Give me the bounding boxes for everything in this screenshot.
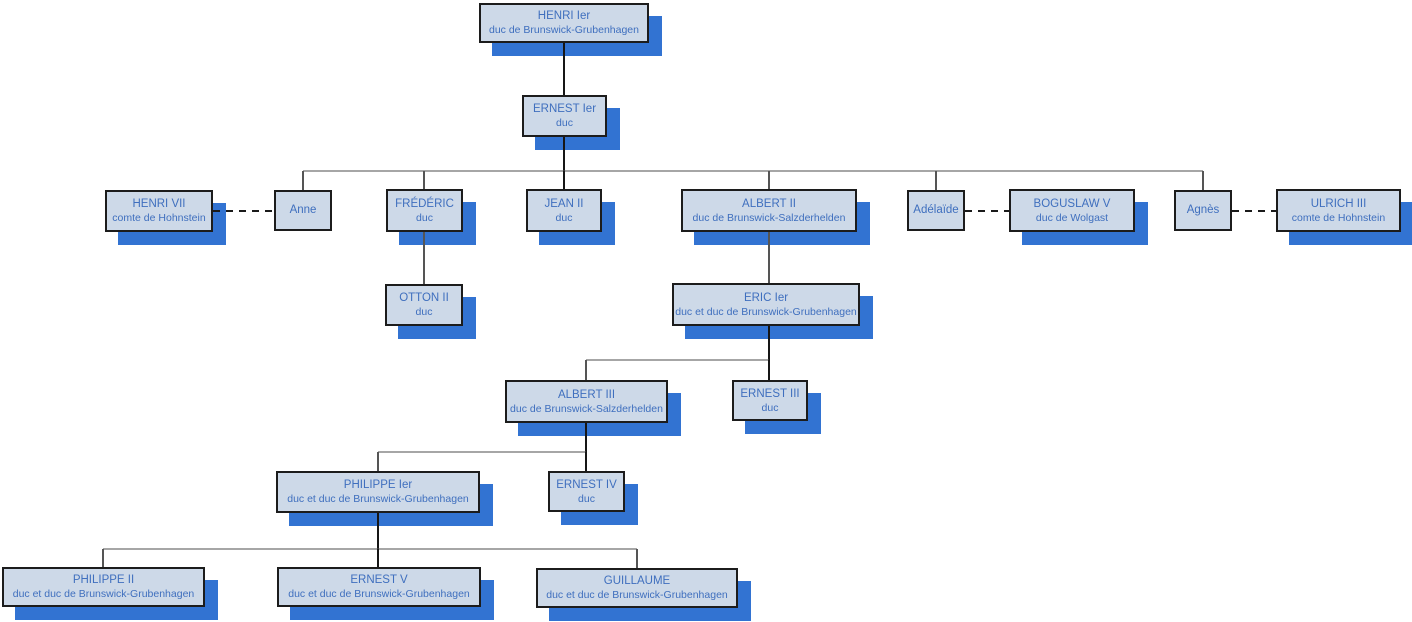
node-box: HENRI Ier duc de Brunswick-Grubenhagen xyxy=(479,3,649,43)
person-node-adelaide[interactable]: Adélaïde xyxy=(907,190,965,231)
person-title: duc et duc de Brunswick-Grubenhagen xyxy=(546,589,728,601)
person-node-ernest-5[interactable]: ERNEST V duc et duc de Brunswick-Grubenh… xyxy=(277,567,494,620)
person-title: duc et duc de Brunswick-Grubenhagen xyxy=(288,588,470,600)
node-box: BOGUSLAW V duc de Wolgast xyxy=(1009,189,1135,232)
node-box: FRÉDÉRIC duc xyxy=(386,189,463,232)
person-title: duc et duc de Brunswick-Grubenhagen xyxy=(287,493,469,505)
person-node-frederic[interactable]: FRÉDÉRIC duc xyxy=(386,189,476,245)
person-name: ERIC Ier xyxy=(743,291,789,304)
person-node-albert-2[interactable]: ALBERT II duc de Brunswick-Salzderhelden xyxy=(681,189,870,245)
node-box: ERNEST Ier duc xyxy=(522,95,607,137)
node-box: Agnès xyxy=(1174,190,1232,231)
person-name: HENRI VII xyxy=(132,198,186,210)
person-name: Anne xyxy=(289,204,317,216)
person-title: duc xyxy=(556,117,573,129)
person-name: ERNEST V xyxy=(350,574,408,586)
person-node-agnes[interactable]: Agnès xyxy=(1174,190,1232,231)
person-node-otton-2[interactable]: OTTON II duc xyxy=(385,284,476,339)
person-name: ERNEST Ier xyxy=(532,103,597,115)
person-node-ernest-4[interactable]: ERNEST IV duc xyxy=(548,471,638,525)
node-box: ULRICH III comte de Hohnstein xyxy=(1276,189,1401,232)
person-title: duc de Brunswick-Salzderhelden xyxy=(692,211,846,224)
person-node-philippe-2[interactable]: PHILIPPE II duc et duc de Brunswick-Grub… xyxy=(2,567,218,620)
person-node-henri-1[interactable]: HENRI Ier duc de Brunswick-Grubenhagen xyxy=(479,3,662,56)
node-box: HENRI VII comte de Hohnstein xyxy=(105,190,213,232)
person-name: PHILIPPE Ier xyxy=(343,479,413,491)
person-name: BOGUSLAW V xyxy=(1033,197,1111,210)
node-box: Anne xyxy=(274,190,332,231)
person-node-jean-2[interactable]: JEAN II duc xyxy=(526,189,615,245)
node-box: ALBERT II duc de Brunswick-Salzderhelden xyxy=(681,189,857,232)
node-box: OTTON II duc xyxy=(385,284,463,326)
person-node-ulrich-3[interactable]: ULRICH III comte de Hohnstein xyxy=(1276,189,1412,245)
node-box: PHILIPPE Ier duc et duc de Brunswick-Gru… xyxy=(276,471,480,513)
person-title: duc xyxy=(555,211,573,224)
person-node-philippe-1[interactable]: PHILIPPE Ier duc et duc de Brunswick-Gru… xyxy=(276,471,493,526)
person-title: comte de Hohnstein xyxy=(1291,211,1386,224)
person-node-ernest-3[interactable]: ERNEST III duc xyxy=(732,380,821,434)
person-name: HENRI Ier xyxy=(537,10,591,22)
node-box: Adélaïde xyxy=(907,190,965,231)
person-node-anne[interactable]: Anne xyxy=(274,190,332,231)
node-box: PHILIPPE II duc et duc de Brunswick-Grub… xyxy=(2,567,205,607)
person-name: GUILLAUME xyxy=(603,575,671,587)
person-name: OTTON II xyxy=(399,292,449,304)
person-title: duc et duc de Brunswick-Grubenhagen xyxy=(675,305,857,318)
person-name: ALBERT II xyxy=(742,197,796,210)
node-box: JEAN II duc xyxy=(526,189,602,232)
person-node-boguslaw-5[interactable]: BOGUSLAW V duc de Wolgast xyxy=(1009,189,1148,245)
person-name: Agnès xyxy=(1186,204,1220,216)
person-node-henri-7[interactable]: HENRI VII comte de Hohnstein xyxy=(105,190,226,245)
person-title: duc de Brunswick-Grubenhagen xyxy=(488,24,639,36)
person-name: FRÉDÉRIC xyxy=(395,197,454,210)
node-box: ERNEST IV duc xyxy=(548,471,625,512)
person-node-albert-3[interactable]: ALBERT III duc de Brunswick-Salzderhelde… xyxy=(505,380,681,436)
person-title: duc xyxy=(578,492,595,505)
node-box: ERNEST III duc xyxy=(732,380,808,421)
person-title: duc xyxy=(416,211,433,224)
person-name: ULRICH III xyxy=(1310,197,1367,210)
person-name: JEAN II xyxy=(544,197,584,210)
person-title: duc xyxy=(761,401,779,414)
person-title: duc de Brunswick-Salzderhelden xyxy=(510,402,663,415)
person-name: ERNEST IV xyxy=(556,478,617,491)
person-name: Adélaïde xyxy=(913,204,959,216)
person-title: comte de Hohnstein xyxy=(112,212,206,224)
person-node-eric-1[interactable]: ERIC Ier duc et duc de Brunswick-Grubenh… xyxy=(672,283,873,339)
person-title: duc de Wolgast xyxy=(1035,211,1109,224)
node-box: ERIC Ier duc et duc de Brunswick-Grubenh… xyxy=(672,283,860,326)
node-box: ERNEST V duc et duc de Brunswick-Grubenh… xyxy=(277,567,481,607)
person-name: ALBERT III xyxy=(557,388,616,401)
person-name: PHILIPPE II xyxy=(72,574,135,586)
node-box: GUILLAUME duc et duc de Brunswick-Gruben… xyxy=(536,568,738,608)
person-node-ernest-1[interactable]: ERNEST Ier duc xyxy=(522,95,620,150)
person-name: ERNEST III xyxy=(740,387,800,400)
person-title: duc xyxy=(415,306,433,318)
person-node-guillaume[interactable]: GUILLAUME duc et duc de Brunswick-Gruben… xyxy=(536,568,751,621)
node-box: ALBERT III duc de Brunswick-Salzderhelde… xyxy=(505,380,668,423)
person-title: duc et duc de Brunswick-Grubenhagen xyxy=(12,588,195,600)
